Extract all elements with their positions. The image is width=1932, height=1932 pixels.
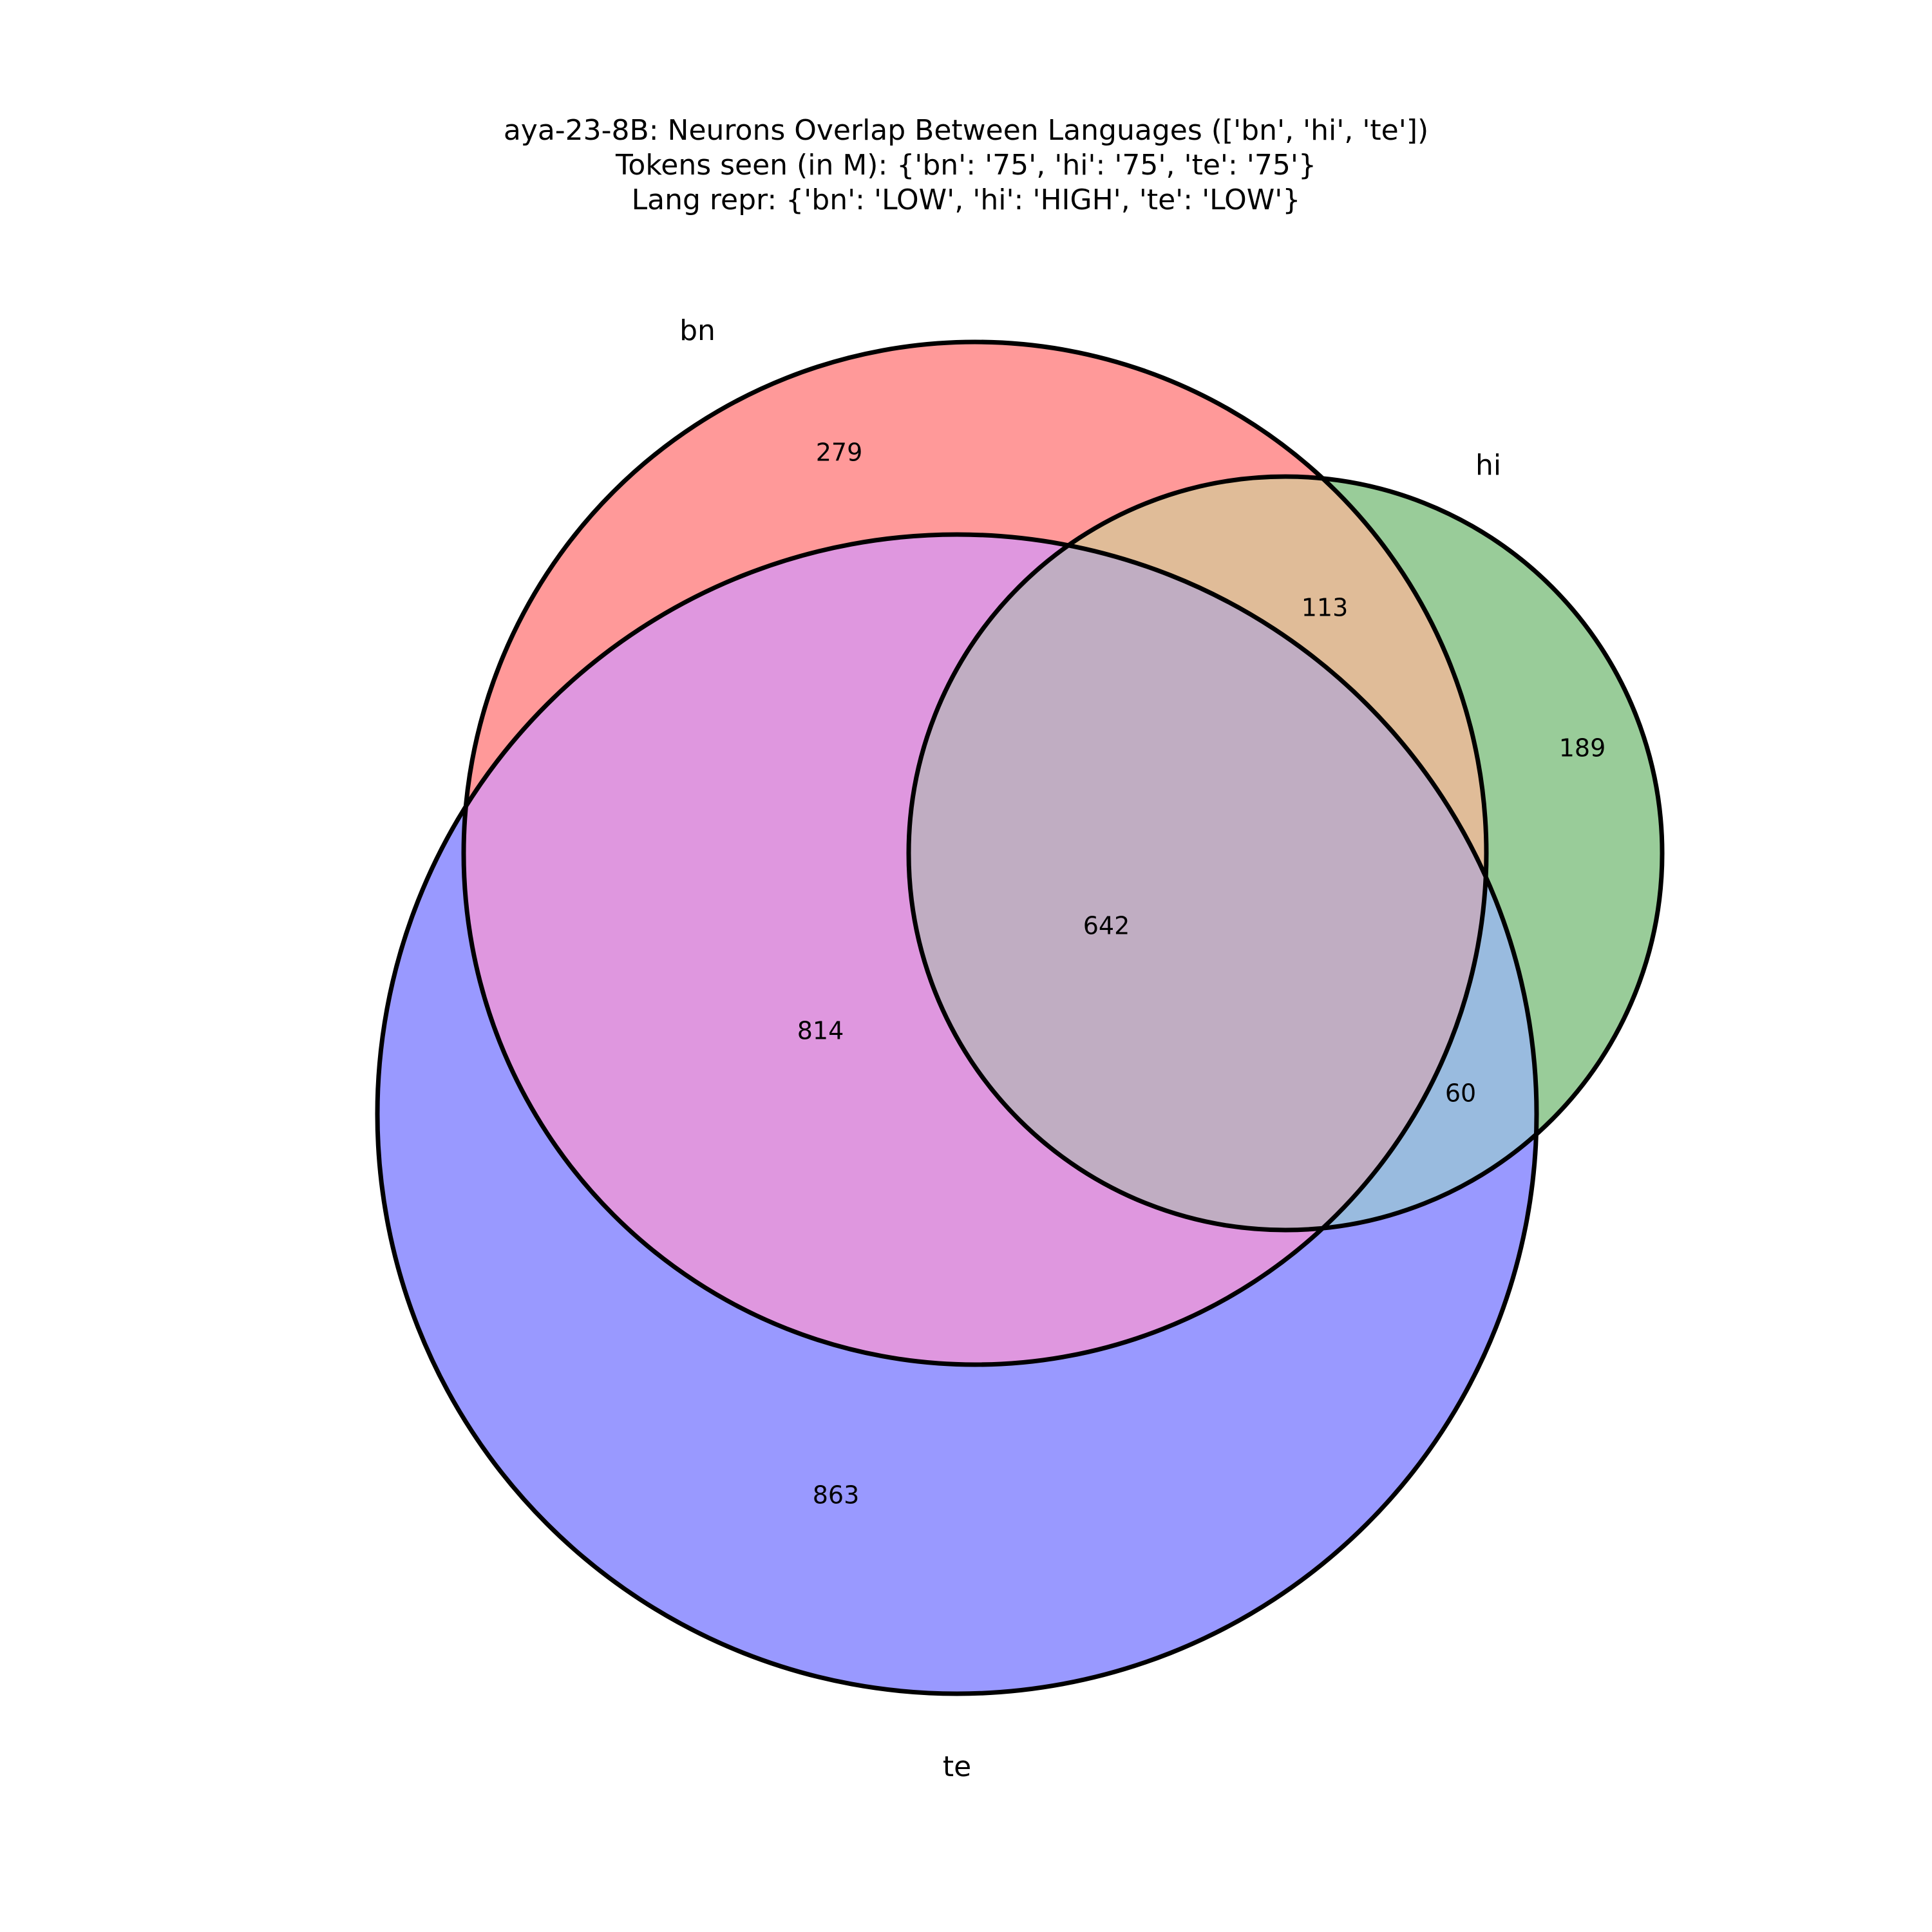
circle-outline-te [375,532,1539,1696]
set-label-hi: hi [1475,449,1501,482]
count-bn-te: 814 [797,1017,844,1045]
count-hi-te: 60 [1445,1079,1476,1108]
title-line-3: Lang repr: {'bn': 'LOW', 'hi': 'HIGH', '… [631,184,1301,216]
title-line-2: Tokens seen (in M): {'bn': '75', 'hi': '… [616,149,1316,182]
count-bn-only: 279 [816,439,863,467]
count-te-only: 863 [813,1481,860,1510]
title-line-1: aya-23-8B: Neurons Overlap Between Langu… [503,114,1429,147]
count-hi-only: 189 [1559,734,1606,762]
chart-title: aya-23-8B: Neurons Overlap Between Langu… [0,113,1932,218]
circle-outline-hi [906,474,1665,1233]
circle-outline-bn [461,339,1489,1367]
set-label-bn: bn [679,314,715,347]
set-label-te: te [943,1750,971,1783]
count-bn-hi-te: 642 [1083,912,1130,940]
count-bn-hi: 113 [1302,594,1349,622]
